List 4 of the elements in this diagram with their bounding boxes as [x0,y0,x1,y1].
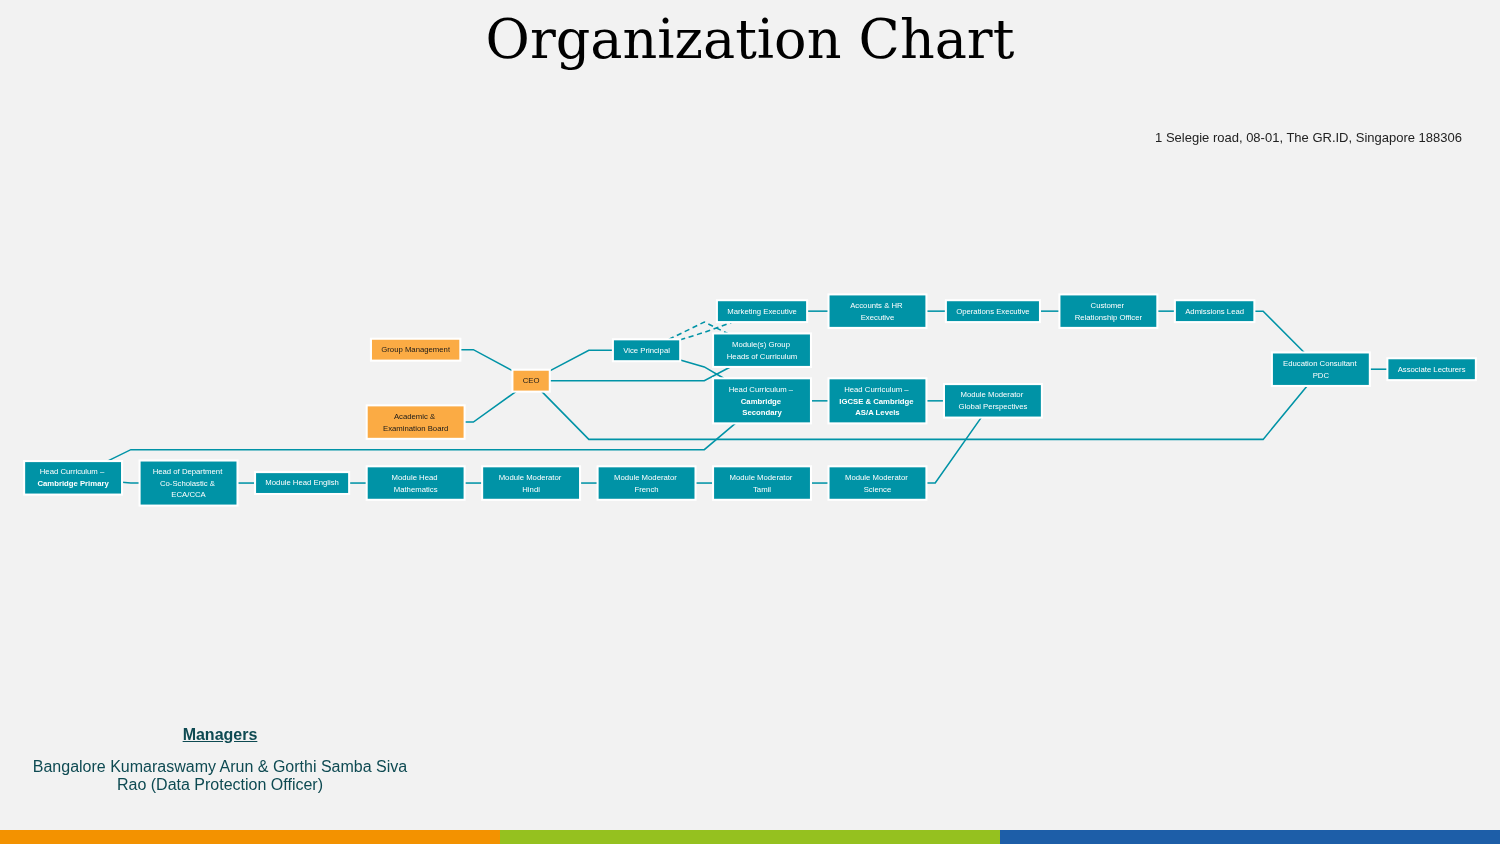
address-text: 1 Selegie road, 08-01, The GR.ID, Singapore 188306 [1155,130,1462,145]
chart-title: Organization Chart [485,8,1015,71]
managers-names: Bangalore Kumaraswamy Arun & Gorthi Samba Siva Rao (Data Protection Officer) [31,758,409,794]
managers-heading: Managers [182,726,258,744]
